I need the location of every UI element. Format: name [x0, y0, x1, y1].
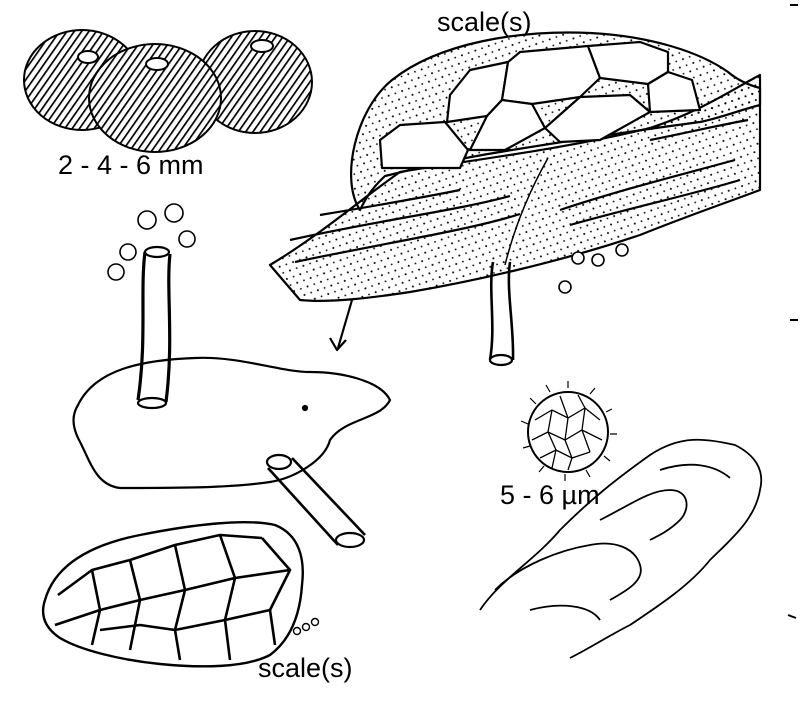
- spore-cluster-left: [107, 203, 196, 281]
- scale-label-bottom: scale(s): [258, 653, 353, 683]
- substrate-section-drawing: [268, 31, 762, 367]
- sporangium-scales-drawing: [41, 521, 304, 668]
- capillitium-drawing: [479, 438, 763, 659]
- sclerotia-drawing: [23, 29, 313, 153]
- scale-label-top: scale(s): [437, 7, 532, 37]
- spore-closeup-drawing: [520, 381, 617, 481]
- spore-cluster-right: [558, 243, 629, 294]
- spore-size-label: 5 - 6 µm: [500, 480, 600, 510]
- sclerotia-size-label: 2 - 4 - 6 mm: [58, 150, 204, 180]
- stalk-and-plasmodium-drawing: [72, 245, 392, 549]
- spore-cluster-bottom: [292, 617, 320, 636]
- edge-marks: [787, 4, 798, 619]
